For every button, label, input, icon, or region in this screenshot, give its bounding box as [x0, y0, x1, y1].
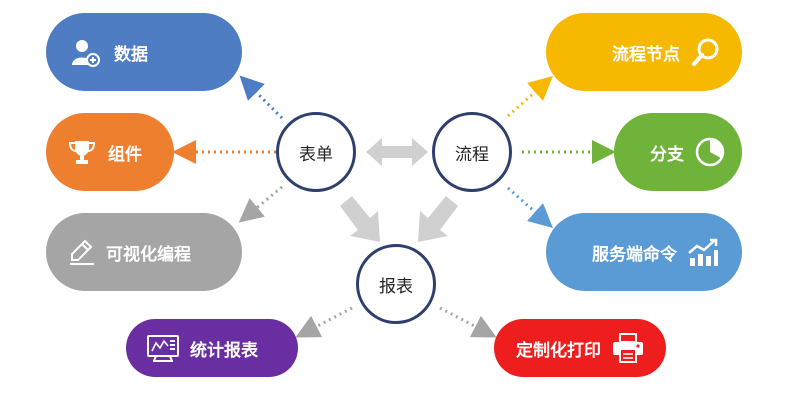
pill-branch-label: 分支: [650, 144, 684, 165]
double-arrow-form-flow: [366, 138, 428, 166]
pill-statistics-report-label: 统计报表: [190, 340, 258, 361]
node-report-label: 报表: [379, 276, 413, 297]
arrow-report-to-print: [439, 306, 497, 338]
pill-data[interactable]: 数据: [46, 13, 242, 91]
trophy-icon: [68, 138, 96, 166]
pie-chart-icon: [694, 136, 726, 168]
node-form[interactable]: 表单: [276, 112, 356, 192]
pill-data-label: 数据: [114, 44, 148, 65]
pill-component-label: 组件: [108, 144, 142, 165]
block-arrow-form-to-report: [340, 196, 380, 242]
arrow-flow-to-node: [507, 76, 553, 118]
user-add-icon: [70, 37, 100, 67]
pill-statistics-report[interactable]: 统计报表: [126, 319, 298, 377]
dashboard-icon: [146, 333, 180, 363]
node-form-label: 表单: [299, 144, 333, 165]
pencil-icon: [68, 238, 96, 266]
pill-custom-print[interactable]: 定制化打印: [494, 319, 666, 377]
pill-branch[interactable]: 分支: [614, 113, 742, 191]
arrow-form-to-data: [239, 75, 284, 120]
printer-icon: [611, 331, 645, 365]
rising-chart-icon: [687, 236, 719, 268]
pill-flow-node-label: 流程节点: [612, 44, 680, 65]
pill-visual-programming[interactable]: 可视化编程: [46, 213, 242, 291]
pill-flow-node[interactable]: 流程节点: [546, 13, 742, 91]
pill-visual-programming-label: 可视化编程: [106, 244, 191, 265]
arrow-report-to-stats: [295, 306, 353, 338]
pill-component[interactable]: 组件: [46, 113, 174, 191]
pill-custom-print-label: 定制化打印: [516, 340, 601, 361]
magnifier-icon: [690, 36, 722, 68]
pill-server-command-label: 服务端命令: [592, 244, 677, 265]
pill-server-command[interactable]: 服务端命令: [546, 213, 742, 291]
block-arrow-flow-to-report: [418, 196, 458, 242]
node-report[interactable]: 报表: [356, 244, 436, 324]
arrow-form-to-visual: [238, 185, 283, 223]
arrow-flow-to-server: [507, 186, 553, 228]
node-flow[interactable]: 流程: [432, 112, 512, 192]
node-flow-label: 流程: [455, 144, 489, 165]
